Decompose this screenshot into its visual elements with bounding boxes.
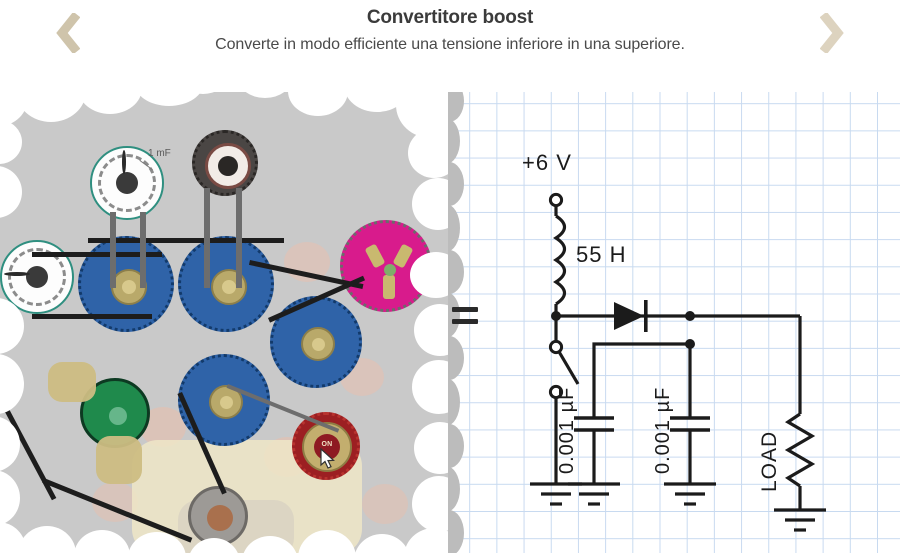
circuit-diagram: +6 V 55 H 0.001 µF 0.001 µF LOAD bbox=[448, 92, 900, 553]
equals-sign bbox=[452, 307, 486, 337]
edge-notch bbox=[188, 538, 240, 553]
capacitor-1-label: 0.001 µF bbox=[556, 386, 578, 474]
gear-green-arm-top bbox=[48, 362, 96, 402]
power-button-label: ON bbox=[321, 441, 333, 448]
capacitor-2-symbol bbox=[670, 416, 710, 432]
belt-gauge-to-gear-2 bbox=[140, 212, 146, 288]
diode-symbol bbox=[614, 300, 648, 332]
edge-notch bbox=[242, 536, 298, 553]
switch-contact-bottom bbox=[548, 384, 564, 400]
machine-illustration[interactable]: ON 1 mF bbox=[0, 92, 448, 553]
belt-left-horizontal-2 bbox=[32, 314, 152, 319]
junction-dot bbox=[551, 311, 561, 321]
edge-notch bbox=[16, 92, 86, 122]
mouse-cursor bbox=[320, 448, 335, 469]
edge-notch bbox=[0, 166, 22, 218]
gauge-gear-small-upper bbox=[90, 146, 164, 220]
chevron-left-icon bbox=[56, 13, 80, 53]
edge-notch bbox=[412, 476, 448, 532]
load-label: LOAD bbox=[758, 430, 781, 492]
equals-bar-bottom bbox=[452, 319, 478, 324]
edge-notch bbox=[414, 422, 448, 474]
ground-symbols bbox=[530, 482, 582, 506]
edge-notch bbox=[74, 530, 130, 553]
belt-dark-to-gear-2 bbox=[236, 188, 242, 288]
belt-gauge-to-gear-1 bbox=[110, 212, 116, 288]
edge-notch bbox=[408, 128, 448, 178]
gear-blue-3 bbox=[270, 296, 362, 388]
edge-notch bbox=[78, 92, 142, 114]
edge-notch bbox=[412, 360, 448, 414]
edge-notch bbox=[354, 534, 410, 553]
edge-notch bbox=[0, 354, 24, 414]
edge-notch bbox=[128, 532, 186, 553]
next-slide-button[interactable] bbox=[810, 10, 856, 56]
capacitor-2-label: 0.001 µF bbox=[652, 386, 674, 474]
slide-content: ON 1 mF bbox=[0, 92, 900, 553]
capacitor-label: 1 mF bbox=[148, 148, 171, 159]
edge-notch bbox=[344, 92, 410, 112]
edge-notch bbox=[0, 416, 20, 472]
belt-dark-to-gear-1 bbox=[204, 188, 210, 288]
equals-bar-top bbox=[452, 307, 478, 312]
edge-notch bbox=[18, 526, 76, 553]
edge-notch bbox=[412, 178, 448, 230]
edge-notch bbox=[180, 92, 226, 94]
edge-notch bbox=[288, 92, 348, 116]
decor-blob bbox=[362, 484, 408, 524]
machine-body: ON 1 mF bbox=[0, 92, 448, 553]
edge-notch bbox=[238, 92, 292, 98]
switch-contact-top bbox=[548, 339, 564, 355]
load-resistor-symbol bbox=[784, 412, 816, 510]
circuit-schematic bbox=[448, 92, 900, 553]
edge-notch bbox=[0, 120, 22, 164]
page-subtitle: Converte in modo efficiente una tensione… bbox=[215, 36, 685, 53]
gear-green-arm-bottom bbox=[96, 436, 142, 484]
inductor-label: 55 H bbox=[576, 242, 627, 267]
gear-dark-top bbox=[192, 130, 258, 196]
pulley-bottom bbox=[188, 486, 248, 546]
belt-left-horizontal bbox=[32, 252, 162, 257]
belt-top-bar bbox=[88, 238, 284, 243]
edge-notch bbox=[410, 252, 448, 298]
edge-notch bbox=[0, 470, 20, 526]
gear-blue-2 bbox=[178, 236, 274, 332]
edge-notch bbox=[414, 304, 448, 356]
edge-notch bbox=[298, 530, 356, 553]
slide-header: Convertitore boost Converte in modo effi… bbox=[0, 0, 900, 92]
page-title: Convertitore boost bbox=[366, 7, 534, 28]
edge-notch bbox=[134, 92, 204, 106]
supply-voltage-label: +6 V bbox=[522, 150, 572, 175]
previous-slide-button[interactable] bbox=[44, 10, 90, 56]
paper-torn-edge bbox=[448, 92, 470, 553]
supply-terminal bbox=[548, 192, 564, 208]
junction-dot bbox=[685, 311, 695, 321]
graph-paper-grid bbox=[448, 92, 900, 553]
capacitor-1-symbol bbox=[574, 416, 614, 432]
chevron-right-icon bbox=[820, 13, 844, 53]
